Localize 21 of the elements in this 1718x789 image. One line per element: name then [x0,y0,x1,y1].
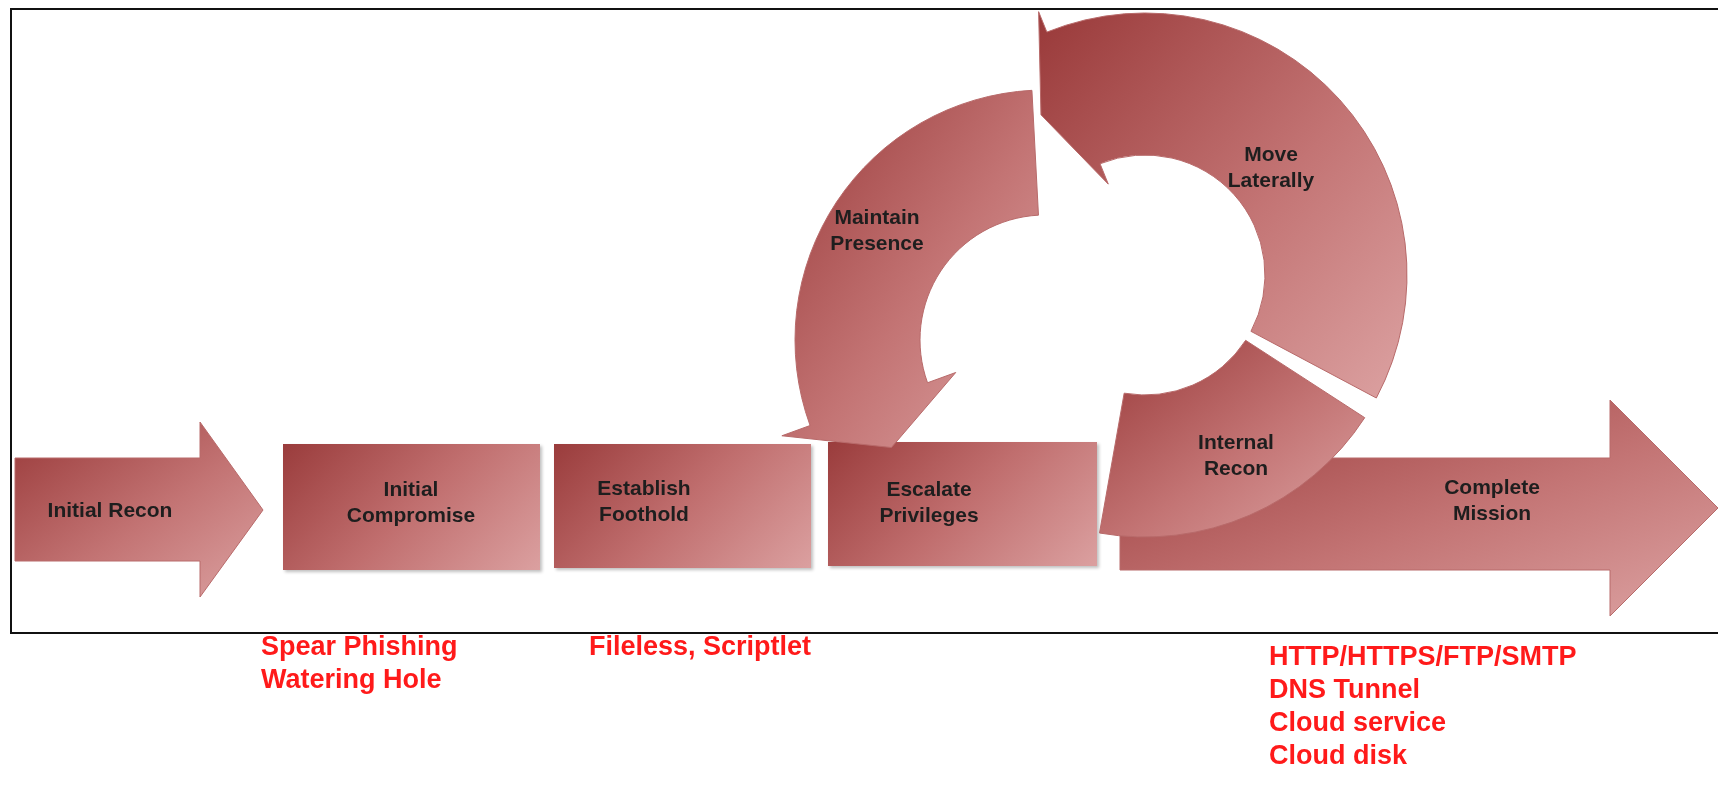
process-box [828,442,1097,566]
stage-label: Move Laterally [1226,140,1316,193]
technique-text: HTTP/HTTPS/FTP/SMTP [1269,640,1577,673]
curved-band [1099,340,1366,538]
stage-label: Escalate Privileges [878,475,980,528]
curved-stage-shape [781,90,1039,449]
stage-label: Complete Mission [1443,473,1541,526]
process-box [554,444,811,568]
process-box [283,444,540,570]
technique-text: Cloud service [1269,706,1447,739]
arrow-shape [15,422,264,598]
technique-text: Fileless, Scriptlet [589,630,812,663]
technique-text: Watering Hole [261,663,442,696]
stage-label: Initial Compromise [346,475,476,528]
stage-label: Establish Foothold [596,474,692,527]
technique-text: Spear Phishing [261,630,458,663]
technique-text: Cloud disk [1269,739,1407,772]
stage-label: Internal Recon [1197,428,1275,481]
stage-label: Initial Recon [46,496,174,523]
stage-label: Maintain Presence [829,203,925,256]
technique-text: DNS Tunnel [1269,673,1420,706]
